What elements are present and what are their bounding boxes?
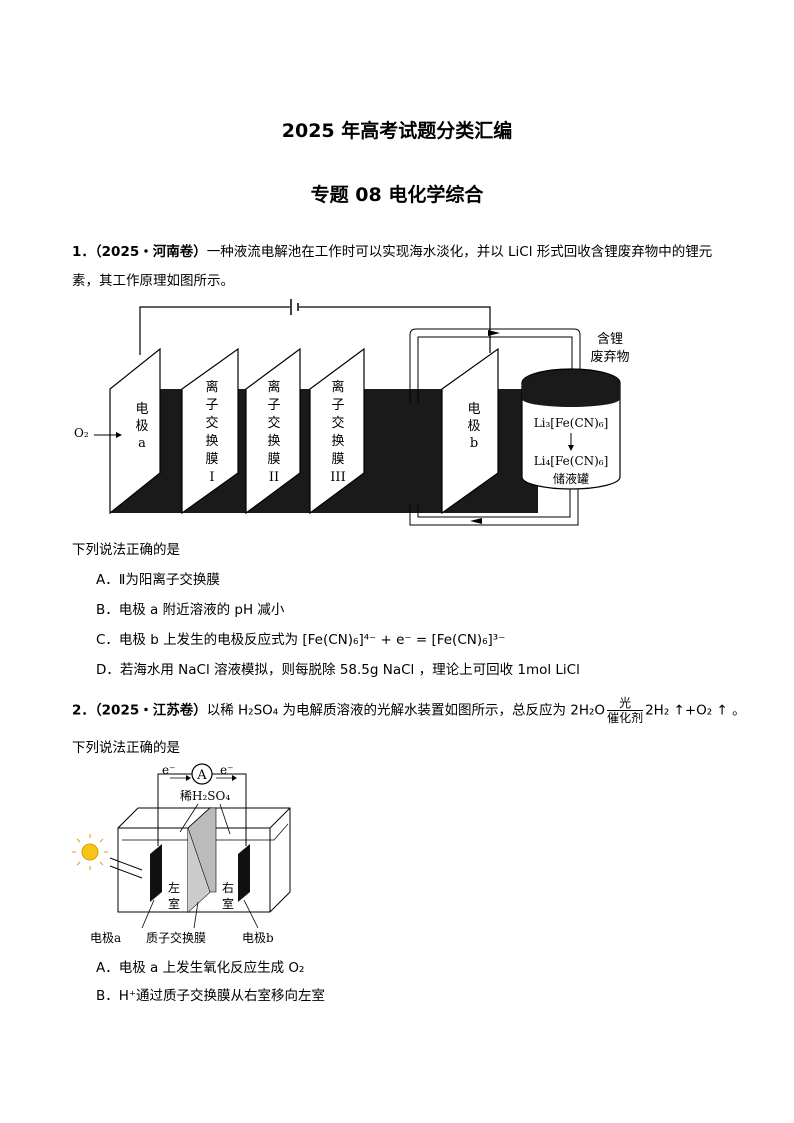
- q2-fig-right-room-1: 右: [222, 880, 234, 895]
- q2-fig-e-left: e⁻: [162, 763, 175, 777]
- q2-fig-solution: 稀H₂SO₄: [180, 789, 230, 803]
- q2-number: 2．: [72, 702, 95, 719]
- q1-fig-m2-1: 离: [267, 379, 280, 395]
- q1-fig-electrode-b-2: 极: [467, 419, 480, 434]
- q1-fig-m1-5: 膜: [205, 452, 218, 467]
- q1-fig-m3-3: 交: [331, 415, 344, 431]
- q1-fig-electrode-a-2: 极: [135, 419, 148, 434]
- q2-fig-membrane: 质子交换膜: [146, 930, 206, 945]
- q2-fig-electrode-b: 电极b: [242, 931, 274, 945]
- q1-fig-tank-label: 储液罐: [553, 471, 589, 486]
- q2-stem: 2．（2025・江苏卷）以稀 H₂SO₄ 为电解质溶液的光解水装置如图所示，总反…: [72, 696, 746, 725]
- q1-fig-m1-2: 子: [205, 398, 218, 413]
- q1-fig-m3-6: III: [330, 470, 345, 485]
- q1-fig-m1-6: I: [209, 470, 214, 485]
- q2-condition: 光催化剂: [607, 696, 644, 725]
- q1-fig-tank-line1: Li₃[Fe(CN)₆]: [534, 416, 609, 430]
- q2-fig-left-room-2: 室: [168, 896, 180, 911]
- q1-number: 1．: [72, 244, 95, 260]
- q1-fig-electrode-a-3: a: [138, 436, 146, 451]
- q1-stem-line2: 素，其工作原理如图所示。: [72, 273, 234, 289]
- q1-option-a[interactable]: A．Ⅱ为阳离子交换膜: [96, 572, 220, 588]
- q1-option-b[interactable]: B．电极 a 附近溶液的 pH 减小: [96, 602, 285, 618]
- page-subtitle: 专题 08 电化学综合: [310, 184, 484, 206]
- q1-fig-m2-3: 交: [267, 415, 280, 431]
- q1-fig-m2-6: II: [269, 470, 279, 485]
- q2-cond-top: 光: [607, 696, 644, 711]
- sun-icon: [81, 843, 99, 861]
- q1-fig-m3-2: 子: [331, 398, 344, 413]
- q1-fig-tank-line2: Li₄[Fe(CN)₆]: [534, 454, 609, 468]
- q1-fig-m1-4: 换: [205, 434, 218, 449]
- q1-source: （2025・河南卷）: [94, 244, 207, 260]
- q1-fig-electrode-b-3: b: [470, 436, 478, 451]
- q1-fig-waste-2: 废弃物: [590, 349, 629, 365]
- q2-fig-ammeter: A: [196, 768, 207, 783]
- q2-cond-bottom: 催化剂: [607, 711, 644, 725]
- q2-fig-left-room-1: 左: [168, 880, 180, 895]
- q2-option-a[interactable]: A．电极 a 上发生氧化反应生成 O₂: [96, 960, 305, 976]
- q1-option-c[interactable]: C．电极 b 上发生的电极反应式为 [Fe(CN)₆]⁴⁻ + e⁻ = [Fe…: [96, 632, 506, 648]
- q1-fig-m2-4: 换: [267, 434, 280, 449]
- q1-fig-m3-1: 离: [331, 379, 344, 395]
- q2-fig-right-room-2: 室: [222, 896, 234, 911]
- q1-figure: 电 极 a 离 子 交 换 膜 I 离 子 交 换 膜 II 离 子 交 换 膜…: [74, 299, 630, 526]
- q1-stem: 1．（2025・河南卷）一种液流电解池在工作时可以实现海水淡化，并以 LiCl …: [72, 242, 712, 262]
- q1-stem-line1: 一种液流电解池在工作时可以实现海水淡化，并以 LiCl 形式回收含锂废弃物中的锂…: [206, 244, 713, 260]
- q1-fig-m3-5: 膜: [331, 452, 344, 467]
- q1-option-d[interactable]: D．若海水用 NaCl 溶液模拟，则每脱除 58.5g NaCl ，理论上可回收…: [96, 662, 580, 678]
- q2-figure: A e⁻ e⁻ 稀H₂SO₄ 左 室 右 室 电极a 质子交换膜 电极b: [72, 763, 291, 945]
- q1-fig-m2-2: 子: [267, 398, 280, 413]
- q1-fig-m1-3: 交: [205, 415, 218, 431]
- q2-prompt: 下列说法正确的是: [72, 740, 180, 756]
- q2-stem-a: 以稀 H₂SO₄ 为电解质溶液的光解水装置如图所示，总反应为 2H₂O: [206, 702, 606, 719]
- q1-fig-m1-1: 离: [205, 379, 218, 395]
- q2-fig-electrode-a: 电极a: [90, 931, 121, 945]
- q1-prompt: 下列说法正确的是: [72, 542, 180, 558]
- q1-fig-electrode-b-1: 电: [467, 402, 480, 417]
- q1-fig-m2-5: 膜: [267, 452, 280, 467]
- q2-fig-e-right: e⁻: [220, 763, 233, 777]
- q2-option-b[interactable]: B．H⁺通过质子交换膜从右室移向左室: [96, 988, 326, 1004]
- q1-fig-waste-1: 含锂: [597, 331, 623, 347]
- q1-fig-o2: O₂: [74, 426, 89, 440]
- q1-fig-m3-4: 换: [331, 434, 344, 449]
- page-title: 2025 年高考试题分类汇编: [281, 120, 513, 142]
- q1-fig-electrode-a-1: 电: [135, 402, 148, 417]
- q2-stem-b: 2H₂ ↑+O₂ ↑ 。: [645, 702, 746, 719]
- q2-source: （2025・江苏卷）: [94, 702, 207, 719]
